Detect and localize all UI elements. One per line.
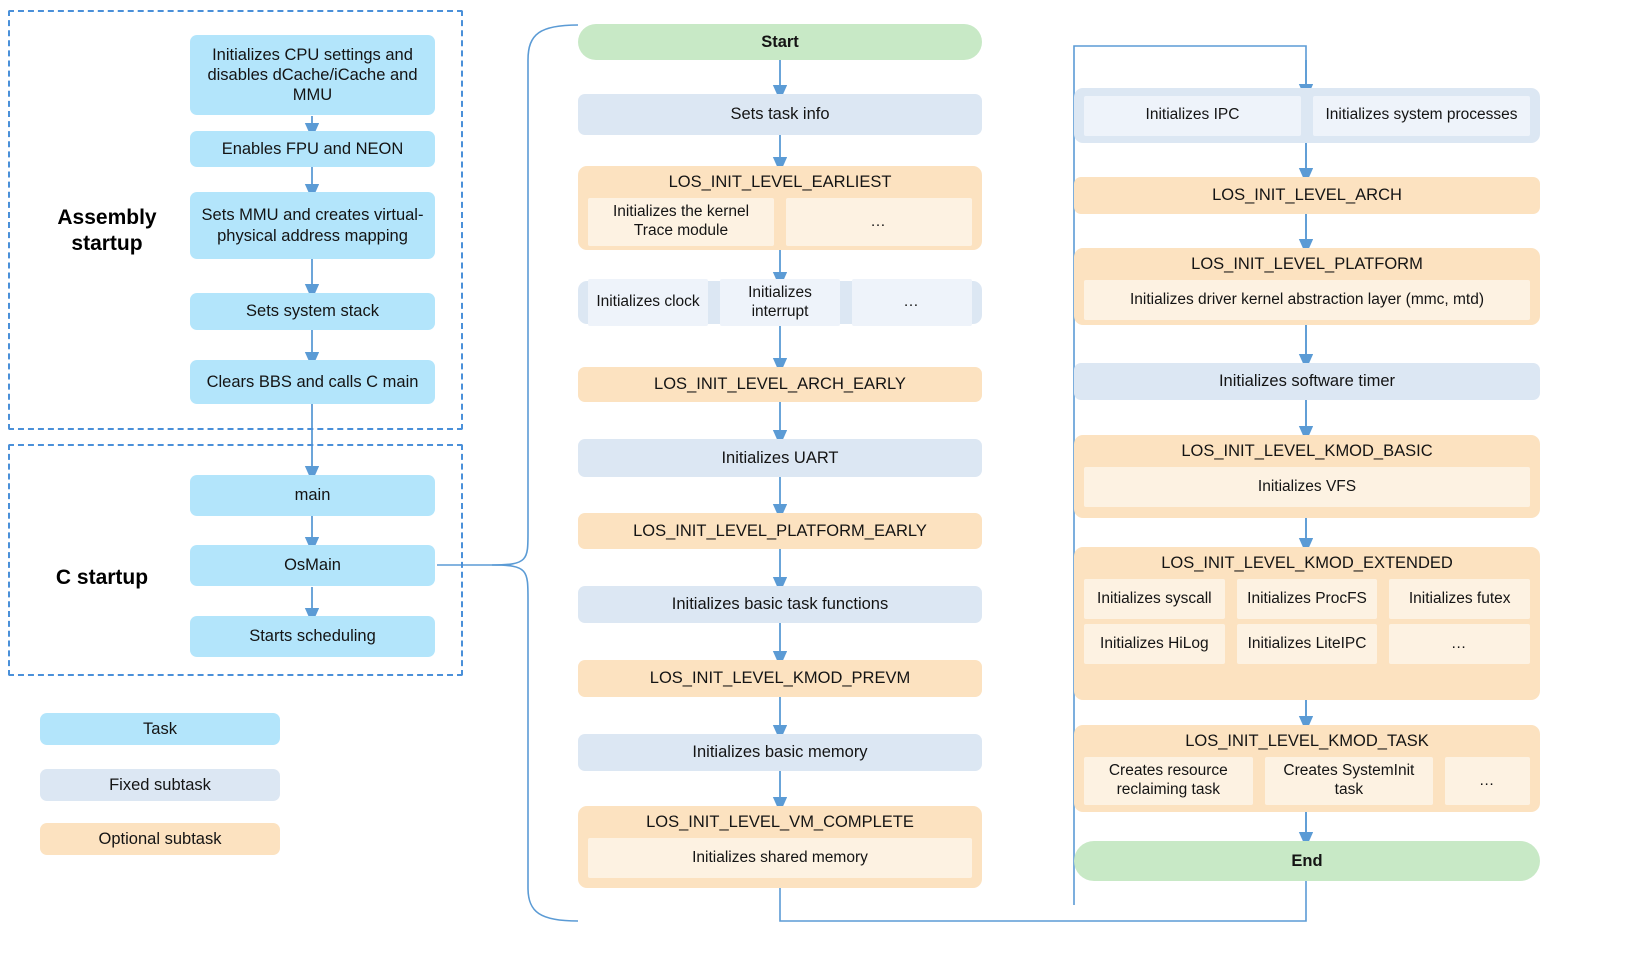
flow-end-node: End xyxy=(1074,841,1540,881)
right-level-kmod-task[interactable]: LOS_INIT_LEVEL_KMOD_TASK Creates resourc… xyxy=(1074,725,1540,812)
assembly-startup-label-line2: startup xyxy=(71,231,143,255)
assembly-startup-label: Assembly startup xyxy=(32,205,182,256)
middle-node-basic-task-functions[interactable]: Initializes basic task functions xyxy=(578,586,982,623)
level-chip[interactable]: Initializes ProcFS xyxy=(1236,579,1378,620)
level-chip[interactable]: Creates SystemInit task xyxy=(1264,757,1434,805)
right-level-kmod-basic[interactable]: LOS_INIT_LEVEL_KMOD_BASIC Initializes VF… xyxy=(1074,435,1540,518)
middle-node-init-uart[interactable]: Initializes UART xyxy=(578,439,982,477)
legend-item-task: Task xyxy=(40,713,280,745)
c-startup-step-osmain[interactable]: OsMain xyxy=(190,545,435,586)
right-level-ipc-sysproc[interactable]: Initializes IPC Initializes system proce… xyxy=(1074,88,1540,143)
chip-row: Initializes shared memory xyxy=(588,838,972,879)
c-startup-label: C startup xyxy=(55,566,149,589)
level-title: LOS_INIT_LEVEL_KMOD_BASIC xyxy=(1181,442,1433,460)
level-chip-ellipsis[interactable]: … xyxy=(1389,624,1531,665)
middle-level-earliest[interactable]: LOS_INIT_LEVEL_EARLIEST Initializes the … xyxy=(578,166,982,250)
c-startup-group xyxy=(8,444,463,676)
level-chip[interactable]: Initializes shared memory xyxy=(588,838,972,879)
chip-row: Initializes clock Initializes interrupt … xyxy=(588,278,972,327)
level-chip[interactable]: Initializes clock xyxy=(588,278,708,327)
level-title: LOS_INIT_LEVEL_EARLIEST xyxy=(668,173,892,191)
middle-node-platform-early[interactable]: LOS_INIT_LEVEL_PLATFORM_EARLY xyxy=(578,513,982,549)
chip-row: Initializes the kernel Trace module … xyxy=(588,198,972,246)
flow-start-node: Start xyxy=(578,24,982,60)
middle-level-clock-interrupt[interactable]: Initializes clock Initializes interrupt … xyxy=(578,278,982,327)
middle-node-arch-early[interactable]: LOS_INIT_LEVEL_ARCH_EARLY xyxy=(578,367,982,402)
chip-row: Initializes driver kernel abstraction la… xyxy=(1084,280,1530,321)
right-level-kmod-extended[interactable]: LOS_INIT_LEVEL_KMOD_EXTENDED Initializes… xyxy=(1074,547,1540,700)
level-chip[interactable]: Initializes the kernel Trace module xyxy=(588,198,774,246)
assembly-startup-label-line1: Assembly xyxy=(57,206,157,229)
level-title: LOS_INIT_LEVEL_KMOD_TASK xyxy=(1185,732,1429,750)
chip-row: Initializes syscall Initializes ProcFS I… xyxy=(1084,579,1531,620)
assembly-step-1[interactable]: Enables FPU and NEON xyxy=(190,131,435,167)
assembly-step-0[interactable]: Initializes CPU settings and disables dC… xyxy=(190,35,435,115)
level-chip[interactable]: Initializes VFS xyxy=(1084,467,1530,508)
middle-node-basic-memory[interactable]: Initializes basic memory xyxy=(578,734,982,771)
chip-row: Initializes HiLog Initializes LiteIPC … xyxy=(1084,624,1531,665)
chip-row: Creates resource reclaiming task Creates… xyxy=(1084,757,1530,805)
chip-row: Initializes VFS xyxy=(1084,467,1530,508)
right-node-software-timer[interactable]: Initializes software timer xyxy=(1074,363,1540,400)
level-chip-ellipsis[interactable]: … xyxy=(852,278,972,327)
level-chip[interactable]: Creates resource reclaiming task xyxy=(1084,757,1253,805)
legend-item-optional-subtask: Optional subtask xyxy=(40,823,280,855)
assembly-startup-group xyxy=(8,10,463,430)
right-node-arch[interactable]: LOS_INIT_LEVEL_ARCH xyxy=(1074,177,1540,214)
level-chip-ellipsis[interactable]: … xyxy=(1445,757,1530,805)
assembly-step-2[interactable]: Sets MMU and creates virtual-physical ad… xyxy=(190,192,435,259)
middle-level-vm-complete[interactable]: LOS_INIT_LEVEL_VM_COMPLETE Initializes s… xyxy=(578,806,982,888)
level-chip[interactable]: Initializes system processes xyxy=(1313,95,1530,136)
chip-row: Initializes IPC Initializes system proce… xyxy=(1084,95,1530,136)
level-chip-ellipsis[interactable]: … xyxy=(786,198,972,246)
level-title: LOS_INIT_LEVEL_VM_COMPLETE xyxy=(646,813,914,831)
right-level-platform[interactable]: LOS_INIT_LEVEL_PLATFORM Initializes driv… xyxy=(1074,248,1540,325)
legend-item-fixed-subtask: Fixed subtask xyxy=(40,769,280,801)
middle-node-kmod-prevm[interactable]: LOS_INIT_LEVEL_KMOD_PREVM xyxy=(578,660,982,697)
c-startup-step-scheduling[interactable]: Starts scheduling xyxy=(190,616,435,657)
assembly-step-3[interactable]: Sets system stack xyxy=(190,293,435,330)
level-chip[interactable]: Initializes futex xyxy=(1389,579,1531,620)
level-chip[interactable]: Initializes syscall xyxy=(1084,579,1225,620)
level-chip[interactable]: Initializes HiLog xyxy=(1084,624,1225,665)
c-startup-step-main[interactable]: main xyxy=(190,475,435,516)
level-chip[interactable]: Initializes interrupt xyxy=(720,278,840,327)
level-chip[interactable]: Initializes IPC xyxy=(1084,95,1301,136)
middle-node-sets-task-info[interactable]: Sets task info xyxy=(578,94,982,135)
level-title: LOS_INIT_LEVEL_KMOD_EXTENDED xyxy=(1161,554,1453,572)
assembly-step-4[interactable]: Clears BBS and calls C main xyxy=(190,360,435,404)
level-title: LOS_INIT_LEVEL_PLATFORM xyxy=(1191,255,1423,273)
level-chip[interactable]: Initializes LiteIPC xyxy=(1236,624,1378,665)
level-chip[interactable]: Initializes driver kernel abstraction la… xyxy=(1084,280,1530,321)
